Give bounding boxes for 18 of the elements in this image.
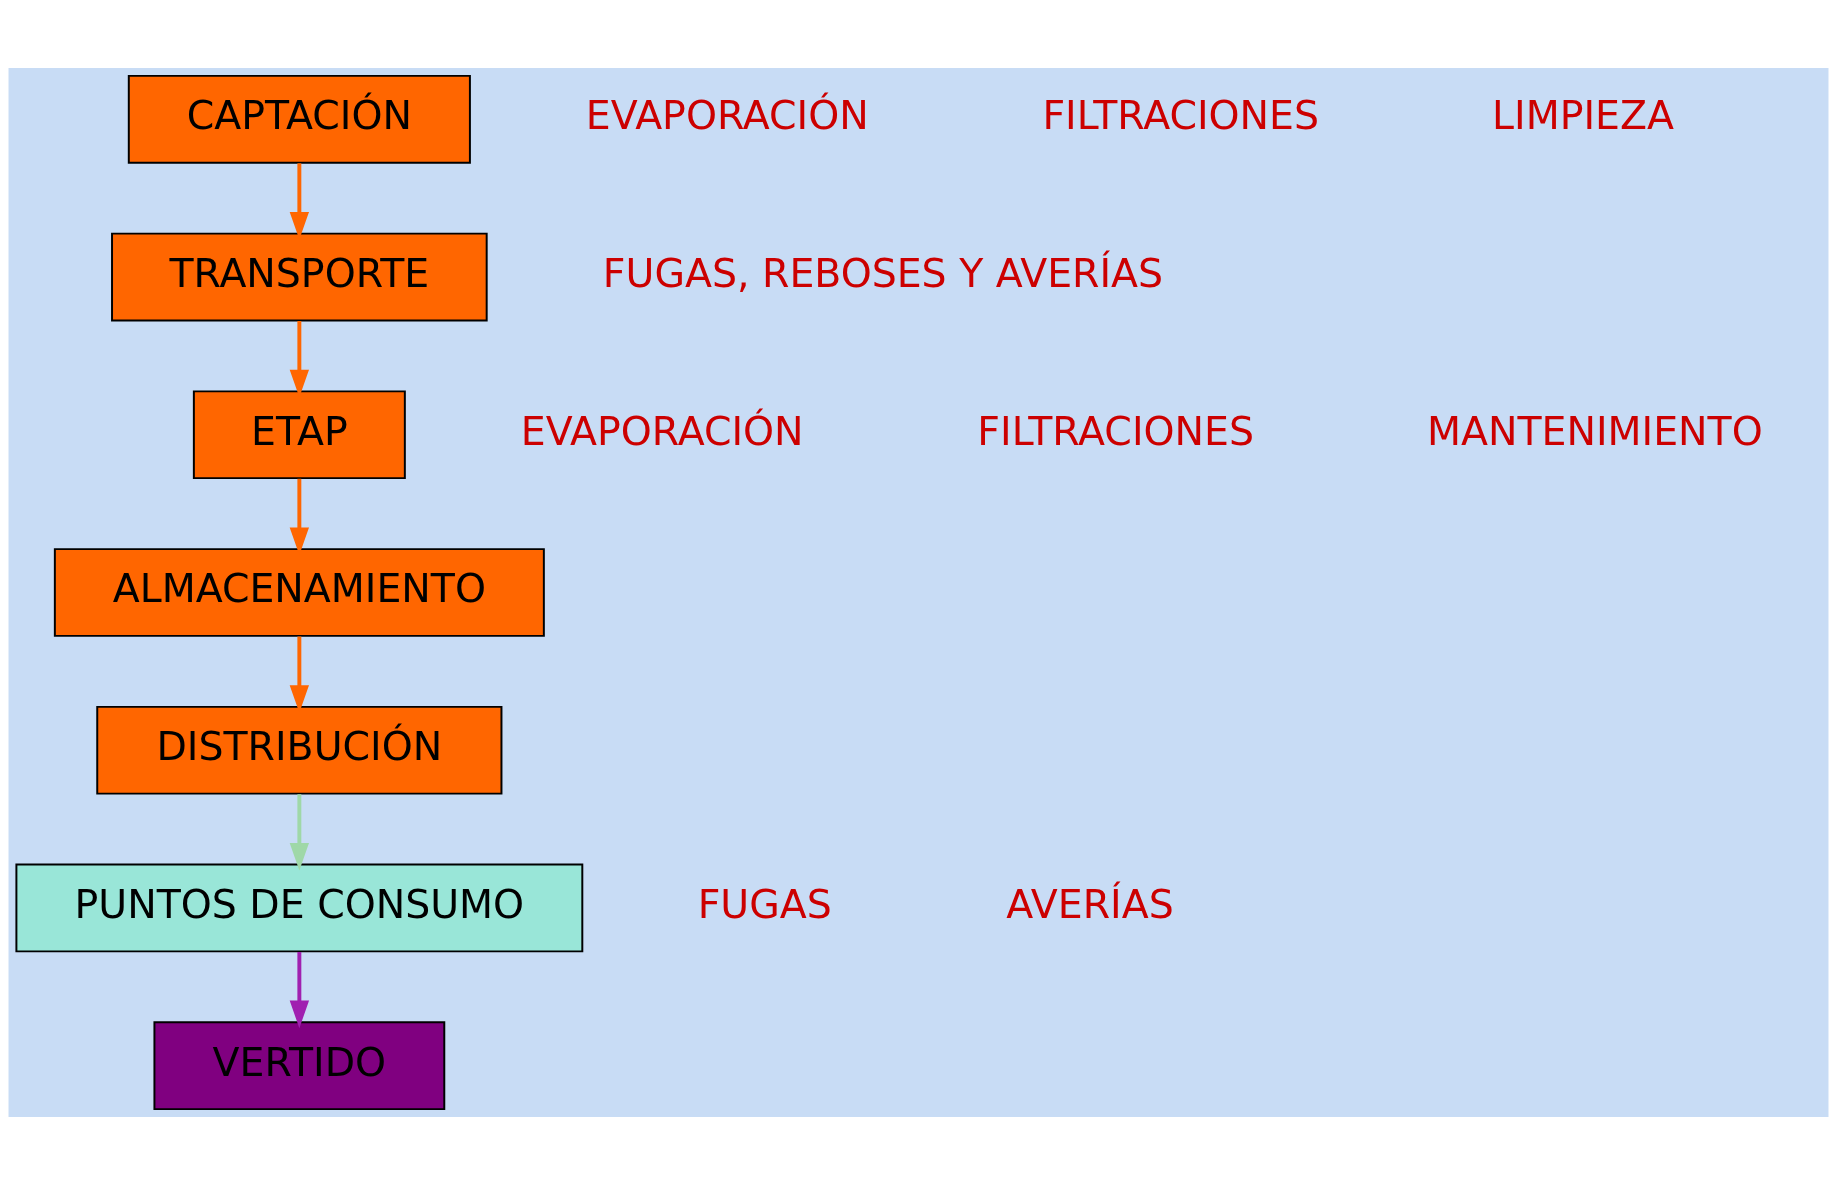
label: FUGAS — [697, 880, 832, 927]
node-box: PUNTOS DE CONSUMO — [15, 863, 584, 953]
node-box: ALMACENAMIENTO — [53, 548, 545, 637]
arrow — [289, 952, 310, 1029]
label: LIMPIEZA — [1492, 92, 1674, 139]
label: AVERÍAS — [1006, 880, 1174, 927]
label: FUGAS, REBOSES Y AVERÍAS — [602, 249, 1164, 296]
label: FILTRACIONES — [977, 407, 1254, 454]
node-box: VERTIDO — [153, 1021, 446, 1111]
label: FILTRACIONES — [1042, 92, 1320, 139]
arrow — [289, 794, 310, 871]
label: EVAPORACIÓN — [520, 407, 804, 454]
node-box: TRANSPORTE — [111, 232, 488, 322]
label: MANTENIMIENTO — [1426, 407, 1763, 454]
node-box: DISTRIBUCIÓN — [96, 705, 503, 795]
label: EVAPORACIÓN — [585, 92, 869, 139]
node-box: ETAP — [192, 390, 406, 480]
node-box: CAPTACIÓN — [127, 74, 471, 164]
